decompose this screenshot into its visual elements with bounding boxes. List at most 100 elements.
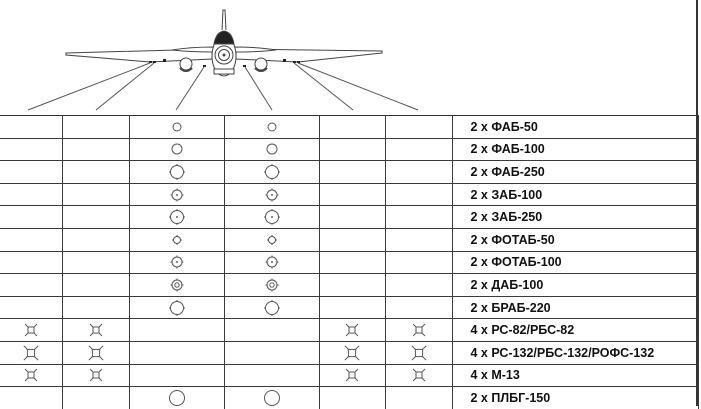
station-cell-mid-right: [318, 250, 386, 275]
rocket-icon: [342, 320, 362, 340]
station-cell-outer-left: [0, 182, 63, 207]
station-cell-inner-right: [223, 340, 320, 365]
station-cell-outer-left: [0, 295, 63, 320]
weapon-label: 2 x БРАБ-220: [451, 295, 699, 320]
loadout-row: 2 x ФАБ-250: [0, 160, 699, 184]
incendiary-bomb-icon: [260, 252, 284, 272]
rocket-icon: [342, 343, 362, 363]
rocket-icon: [21, 320, 41, 340]
tail-fin: [221, 9, 227, 31]
station-cell-outer-left: [0, 363, 63, 388]
station-cell-inner-right: [223, 295, 320, 320]
station-cell-mid-left: [61, 182, 130, 207]
station-cell-inner-right: [223, 205, 320, 229]
incendiary-bomb-icon: [165, 185, 189, 205]
station-cell-outer-left: [0, 250, 63, 275]
smoke-bomb-icon: [260, 275, 284, 295]
bomb-xlarge-icon: [165, 388, 189, 408]
station-cell-outer-left: [0, 340, 63, 365]
bomb-medium-icon: [260, 139, 284, 159]
bomb-large-icon: [260, 162, 284, 182]
station-cell-mid-right: [318, 205, 386, 229]
loadout-row: 2 x БРАБ-220: [0, 295, 699, 320]
station-cell-inner-left: [128, 250, 225, 275]
station-cell-mid-right: [318, 340, 386, 365]
station-cell-mid-left: [61, 273, 130, 297]
hardpoint-lines: [27, 62, 419, 111]
station-cell-outer-left: [0, 227, 63, 252]
station-cell-inner-left: [128, 340, 225, 365]
station-cell-inner-right: [223, 115, 320, 139]
photo-flare-bomb-icon: [165, 230, 189, 250]
station-cell-mid-right: [318, 160, 386, 184]
rocket-icon: [86, 343, 106, 363]
loadout-row: 2 x ПЛБГ-150: [0, 386, 699, 409]
canopy: [213, 30, 235, 45]
weapon-label: 2 x ЗАБ-250: [451, 205, 699, 229]
station-cell-mid-right: [318, 137, 386, 162]
station-cell-mid-left: [61, 205, 130, 229]
station-cell-mid-right: [318, 386, 386, 409]
station-cell-mid-left: [61, 340, 130, 365]
rocket-icon: [409, 365, 429, 385]
weapon-label: 2 x ФАБ-50: [451, 115, 699, 139]
rocket-icon: [21, 343, 41, 363]
station-cell-outer-right: [384, 340, 453, 365]
station-cell-mid-right: [318, 363, 386, 388]
weapon-label: 4 x М-13: [451, 363, 699, 388]
left-nacelle: [179, 57, 193, 71]
station-cell-outer-right: [384, 115, 453, 139]
station-cell-outer-left: [0, 205, 63, 229]
station-cell-outer-left: [0, 318, 63, 342]
weapon-label: 4 x РС-132/РБС-132/РОФС-132: [451, 340, 699, 365]
loadout-row: 2 x ДАБ-100: [0, 273, 699, 297]
loadout-row: 4 x РС-132/РБС-132/РОФС-132: [0, 340, 699, 365]
loadout-row: 2 x ФОТАБ-100: [0, 250, 699, 275]
station-cell-inner-left: [128, 363, 225, 388]
bomb-small-icon: [165, 117, 189, 137]
weapon-label: 2 x ФОТАБ-100: [451, 250, 699, 275]
station-cell-outer-right: [384, 250, 453, 275]
station-cell-mid-left: [61, 137, 130, 162]
incendiary-bomb-large-icon: [260, 207, 284, 227]
loadout-row: 4 x М-13: [0, 363, 699, 388]
station-cell-mid-left: [61, 250, 130, 275]
incendiary-bomb-large-icon: [165, 207, 189, 227]
station-cell-mid-right: [318, 295, 386, 320]
smoke-bomb-icon: [165, 275, 189, 295]
station-cell-inner-left: [128, 160, 225, 184]
station-cell-outer-right: [384, 363, 453, 388]
station-cell-mid-left: [61, 363, 130, 388]
station-cell-mid-left: [61, 386, 130, 409]
rocket-icon: [409, 343, 429, 363]
station-cell-outer-right: [384, 318, 453, 342]
bomb-large-icon: [165, 162, 189, 182]
station-cell-mid-right: [318, 227, 386, 252]
weapon-label: 2 x ПЛБГ-150: [451, 386, 699, 409]
right-nacelle: [254, 57, 268, 71]
belly-fairing: [213, 68, 235, 75]
weapon-label: 2 x ФОТАБ-50: [451, 227, 699, 252]
station-cell-inner-right: [223, 386, 320, 409]
bomb-large-icon: [165, 298, 189, 318]
spinner-outer: [214, 45, 234, 65]
station-cell-mid-right: [318, 318, 386, 342]
station-cell-inner-right: [223, 137, 320, 162]
rocket-icon: [409, 320, 429, 340]
station-cell-mid-left: [61, 295, 130, 320]
station-cell-outer-right: [384, 205, 453, 229]
station-cell-inner-right: [223, 227, 320, 252]
station-cell-mid-right: [318, 273, 386, 297]
loadout-row: 2 x ЗАБ-250: [0, 205, 699, 229]
station-cell-inner-left: [128, 182, 225, 207]
station-cell-outer-left: [0, 386, 63, 409]
station-cell-outer-left: [0, 115, 63, 139]
station-cell-inner-right: [223, 182, 320, 207]
weapon-label: 2 x ЗАБ-100: [451, 182, 699, 207]
station-cell-inner-right: [223, 250, 320, 275]
station-cell-mid-left: [61, 318, 130, 342]
station-cell-outer-left: [0, 160, 63, 184]
rocket-icon: [86, 320, 106, 340]
station-cell-inner-left: [128, 205, 225, 229]
